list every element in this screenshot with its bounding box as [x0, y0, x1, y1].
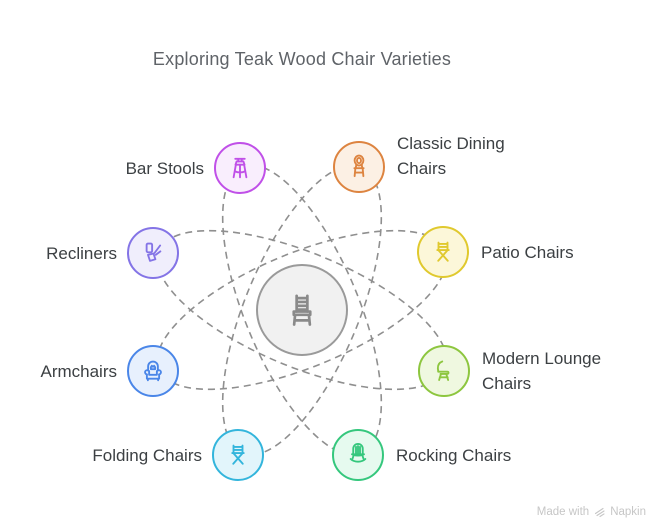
node-label-patio-chairs: Patio Chairs [481, 243, 574, 262]
watermark-prefix: Made with [536, 505, 590, 518]
node-modern-lounge-chairs [418, 345, 470, 397]
recliner-icon [145, 242, 162, 262]
node-rocking-chairs [332, 429, 384, 481]
rocking-chair-icon [349, 443, 367, 463]
node-recliners [127, 227, 179, 279]
node-label-classic-dining-chairs: Classic Dining Chairs [397, 134, 505, 178]
lounge-chair-icon [436, 360, 450, 381]
classic-dining-chair-icon [353, 154, 365, 178]
diagram-title: Exploring Teak Wood Chair Varieties [152, 49, 452, 69]
teak-wood-chair-icon [292, 294, 312, 326]
napkin-logo-icon [595, 507, 605, 518]
watermark-brand: Napkin [610, 505, 646, 518]
node-label-armchairs: Armchairs [40, 362, 117, 381]
node-label-modern-lounge-chairs: Modern Lounge Chairs [482, 349, 602, 393]
center-node [256, 264, 348, 356]
node-bar-stools [214, 142, 266, 194]
node-label-bar-stools: Bar Stools [125, 159, 204, 178]
napkin-watermark[interactable]: Made with Napkin [537, 505, 646, 518]
node-patio-chairs [417, 226, 469, 278]
armchair-icon [144, 360, 162, 382]
patio-chair-icon [436, 241, 450, 262]
bar-stool-icon [232, 157, 248, 179]
node-folding-chairs [212, 429, 264, 481]
node-classic-dining-chairs [333, 141, 385, 193]
node-label-folding-chairs: Folding Chairs [92, 446, 202, 465]
node-label-rocking-chairs: Rocking Chairs [396, 446, 512, 465]
node-armchairs [127, 345, 179, 397]
node-label-recliners: Recliners [46, 244, 117, 263]
folding-chair-icon [231, 444, 245, 465]
